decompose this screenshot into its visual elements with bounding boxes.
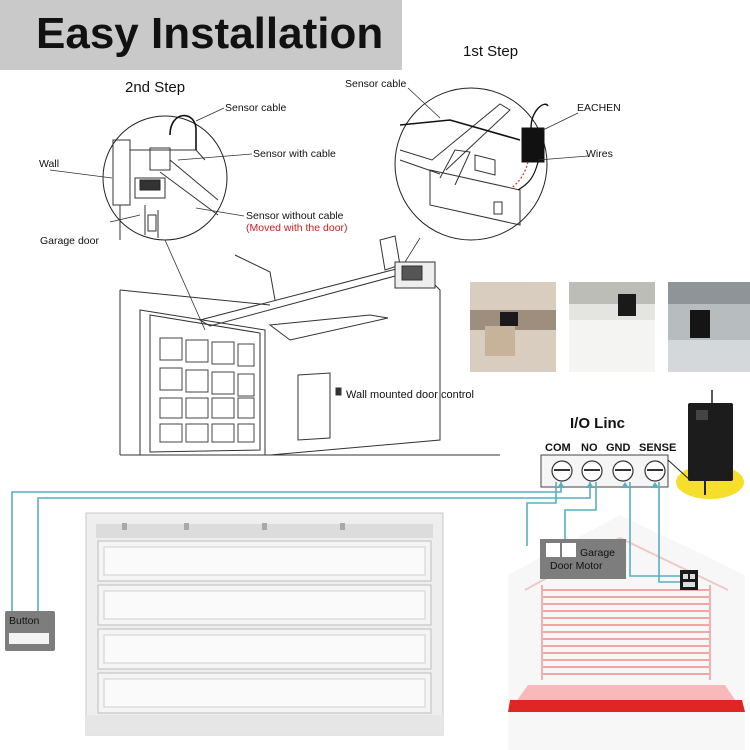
button-strip (9, 633, 49, 644)
step2-moved-note: (Moved with the door) (246, 222, 348, 234)
title-banner: Easy Installation (0, 0, 402, 70)
garage-door-motor: Garage Door Motor (540, 539, 626, 579)
wall-control-label: Wall mounted door control (346, 389, 474, 401)
garage-door-illustration (85, 512, 444, 736)
step2-wall-label: Wall (39, 158, 60, 170)
terminal-sense-label: SENSE (639, 442, 677, 454)
door-sensor-small (680, 570, 698, 590)
motor-terminal-right (562, 543, 576, 557)
step2-sensor-without-cable-label: Sensor without cable (246, 210, 344, 222)
step2-heading: 2nd Step (125, 79, 186, 96)
step1-heading: 1st Step (463, 43, 519, 60)
garage-opener-line-art (119, 235, 500, 456)
photo-strip (470, 282, 750, 372)
io-linc-title: I/O Linc (570, 415, 626, 432)
button-label: Button (9, 615, 40, 627)
step1-sensor-cable-label: Sensor cable (345, 78, 407, 90)
page-title: Easy Installation (36, 9, 384, 58)
step1-wires-label: Wires (586, 148, 613, 160)
step2-sensor-cable-label: Sensor cable (225, 102, 287, 114)
step2-garage-door-label: Garage door (40, 235, 99, 247)
terminal-gnd-label: GND (606, 442, 631, 454)
step2-detail-circle (102, 114, 228, 241)
terminal-com-label: COM (545, 442, 571, 454)
step1-detail-circle (394, 87, 549, 241)
terminal-no-label: NO (581, 442, 598, 454)
io-linc-terminal-block (540, 454, 669, 488)
motor-label-line2: Door Motor (550, 560, 603, 572)
motor-terminal-left (546, 543, 560, 557)
step1-brand-label: EACHEN (577, 102, 621, 114)
sensor-device (667, 390, 744, 499)
step2-sensor-with-cable-label: Sensor with cable (253, 148, 336, 160)
motor-label-line1: Garage (580, 547, 616, 559)
wall-button: Button (5, 611, 55, 651)
